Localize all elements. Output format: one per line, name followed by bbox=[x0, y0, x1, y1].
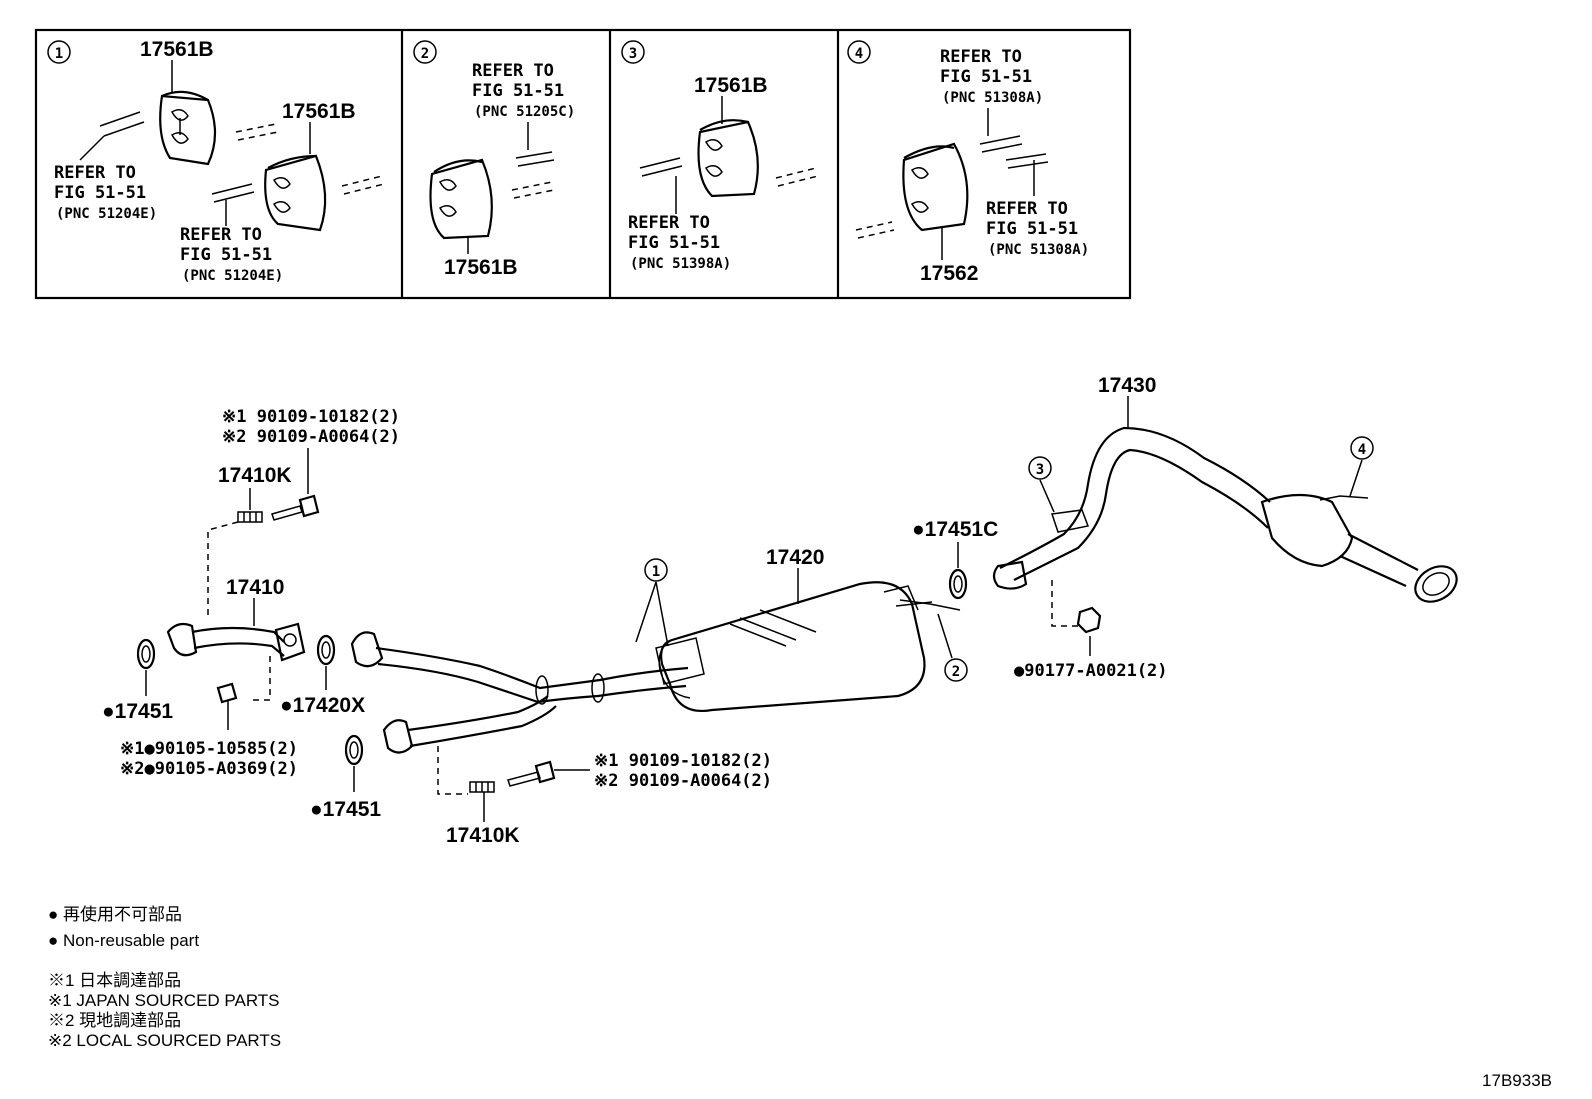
legend-line-4: ※1 JAPAN SOURCED PARTS bbox=[48, 991, 280, 1010]
inset-1-refer-b-line3: (PNC 51204E) bbox=[182, 268, 283, 284]
inset-3-number-circle bbox=[621, 40, 645, 64]
inset-frame bbox=[34, 28, 1132, 300]
inset-4-part: 17562 bbox=[920, 262, 978, 285]
inset-3-number: 3 bbox=[629, 46, 637, 62]
inset-4-refer-b-line3: (PNC 51308A) bbox=[988, 242, 1089, 258]
gasket-icon bbox=[136, 638, 156, 670]
inset-2-number: 2 bbox=[421, 46, 429, 62]
inset-3-refer-line3: (PNC 51398A) bbox=[630, 256, 731, 272]
inset-2-number-circle bbox=[413, 40, 437, 64]
hanger-rubber-icon bbox=[159, 90, 217, 166]
legend-line-5: ※2 現地調達部品 bbox=[48, 1011, 181, 1030]
inset-4-refer-a-line1: REFER TO bbox=[940, 47, 1022, 67]
inset-1-refer-a-line3: (PNC 51204E) bbox=[56, 206, 157, 222]
callout-2: 2 bbox=[952, 664, 960, 680]
spring-icon bbox=[237, 511, 263, 523]
bolt-low-label-1: ※1 90109-10182(2) bbox=[594, 751, 772, 771]
bolt-icon bbox=[271, 494, 320, 521]
inset-3-part: 17561B bbox=[694, 74, 768, 97]
inset-1-number: 1 bbox=[55, 46, 63, 62]
legend: ● 再使用不可部品 ● Non-reusable part ※1 日本調達部品 … bbox=[48, 904, 281, 1050]
inset-4-refer-a-line2: FIG 51-51 bbox=[940, 67, 1032, 87]
inset-1-part-b: 17561B bbox=[282, 100, 356, 123]
inset-1-refer-a-line1: REFER TO bbox=[54, 163, 136, 183]
callout-2-circle bbox=[944, 658, 968, 682]
inset-1-part-a: 17561B bbox=[140, 38, 214, 61]
tailpipe-label: 17430 bbox=[1098, 374, 1156, 397]
inset-1-refer-b-line1: REFER TO bbox=[180, 225, 262, 245]
inset-1: 1 17561B 17561B REFER TO FIG 51-51 (PNC … bbox=[47, 38, 385, 284]
inset-4-refer-b-line2: FIG 51-51 bbox=[986, 219, 1078, 239]
gasket-icon bbox=[948, 568, 968, 600]
inset-2: 2 REFER TO FIG 51-51 (PNC 51205C) 17561B bbox=[413, 40, 575, 279]
legend-line-1: ● 再使用不可部品 bbox=[48, 904, 182, 924]
inset-2-refer-line2: FIG 51-51 bbox=[472, 81, 564, 101]
inset-2-refer-line3: (PNC 51205C) bbox=[474, 104, 575, 120]
inset-3-refer-line2: FIG 51-51 bbox=[628, 233, 720, 253]
hanger-rubber-icon bbox=[264, 154, 327, 232]
bolt-top-label-2: ※2 90109-A0064(2) bbox=[222, 427, 400, 447]
spring-icon bbox=[469, 781, 495, 793]
figure-code: 17B933B bbox=[1482, 1071, 1552, 1090]
muffler-icon bbox=[655, 581, 961, 713]
hanger-rubber-icon bbox=[902, 142, 969, 232]
bolt-mid-label-1: ※1●90105-10585(2) bbox=[120, 739, 298, 759]
bolt-low-label-2: ※2 90109-A0064(2) bbox=[594, 771, 772, 791]
gasket-icon bbox=[344, 734, 364, 766]
gasket-left-label: ●17451 bbox=[102, 700, 173, 723]
gasket-mid-label: ●17420X bbox=[280, 694, 365, 717]
bolt-icon bbox=[507, 760, 556, 787]
bolt-icon bbox=[216, 682, 238, 730]
bolt-top-label-1: ※1 90109-10182(2) bbox=[222, 407, 400, 427]
legend-line-6: ※2 LOCAL SOURCED PARTS bbox=[48, 1031, 281, 1050]
inset-1-refer-b-line2: FIG 51-51 bbox=[180, 245, 272, 265]
bolt-mid-label-2: ※2●90105-A0369(2) bbox=[120, 759, 298, 779]
inset-4-refer-b-line1: REFER TO bbox=[986, 199, 1068, 219]
inset-1-number-circle bbox=[47, 40, 71, 64]
hanger-rubber-icon bbox=[429, 158, 493, 240]
spring-low-label: 17410K bbox=[446, 824, 520, 847]
inset-3-refer-line1: REFER TO bbox=[628, 213, 710, 233]
tail-pipe-icon bbox=[992, 426, 1458, 603]
inset-1-refer-a-line2: FIG 51-51 bbox=[54, 183, 146, 203]
callout-3: 3 bbox=[1036, 462, 1044, 478]
inset-4-number: 4 bbox=[855, 46, 863, 62]
front-pipe-icon bbox=[166, 622, 306, 662]
tail-pipe-group: 17430 3 4 ●17451C bbox=[912, 374, 1458, 681]
inset-3: 3 17561B REFER TO FIG 51-51 (PNC 51398A) bbox=[621, 40, 819, 272]
nut-tail-label: ●90177-A0021(2) bbox=[1014, 661, 1168, 681]
callout-4: 4 bbox=[1358, 442, 1366, 458]
gasket-low-label: ●17451 bbox=[310, 798, 381, 821]
legend-line-3: ※1 日本調達部品 bbox=[48, 971, 181, 990]
callout-4-circle bbox=[1350, 436, 1374, 460]
inset-2-refer-line1: REFER TO bbox=[472, 61, 554, 81]
gasket-tail-label: ●17451C bbox=[912, 518, 998, 541]
center-pipe-icon bbox=[350, 631, 689, 754]
callout-1: 1 bbox=[652, 564, 660, 580]
front-pipe-group: ※1 90109-10182(2) ※2 90109-A0064(2) 1741… bbox=[102, 407, 400, 779]
inset-4: 4 REFER TO FIG 51-51 (PNC 51308A) REFER … bbox=[847, 40, 1089, 285]
nut-icon bbox=[1076, 606, 1102, 634]
callout-1-circle bbox=[644, 558, 668, 582]
hanger-rubber-icon bbox=[697, 119, 759, 198]
front-pipe-label: 17410 bbox=[226, 576, 284, 599]
muffler-label: 17420 bbox=[766, 546, 824, 569]
gasket-icon bbox=[316, 634, 336, 666]
center-muffler-group: 17420 1 2 ●17451 17410K ※1 90109-10182(2… bbox=[310, 546, 968, 847]
inset-4-number-circle bbox=[847, 40, 871, 64]
legend-line-2: ● Non-reusable part bbox=[48, 931, 199, 950]
inset-4-refer-a-line3: (PNC 51308A) bbox=[942, 90, 1043, 106]
spring-top-label: 17410K bbox=[218, 464, 292, 487]
callout-3-circle bbox=[1028, 456, 1052, 480]
inset-2-part: 17561B bbox=[444, 256, 518, 279]
